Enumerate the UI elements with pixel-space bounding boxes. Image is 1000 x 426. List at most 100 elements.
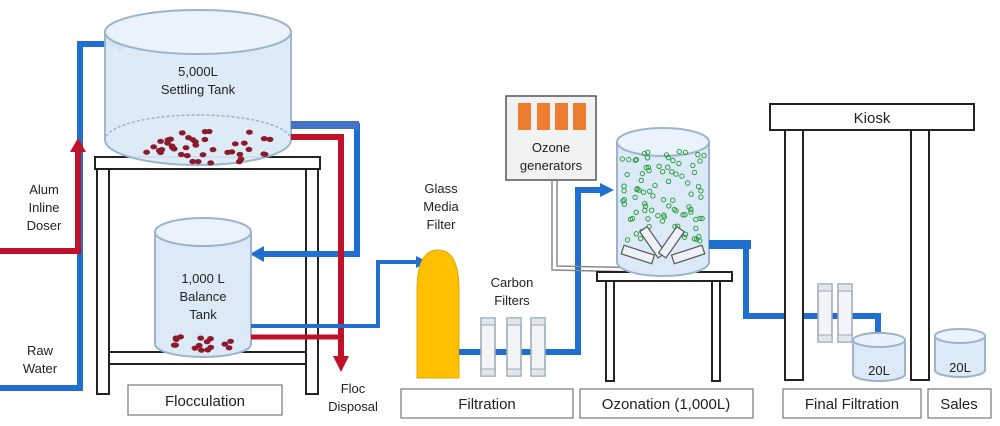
ozone-bubble: [621, 188, 627, 194]
ozone-bubble: [666, 203, 672, 209]
ozone-bubble: [650, 193, 656, 199]
ozone-bubble: [656, 163, 662, 170]
stage-box-final-filtration: Final Filtration: [782, 388, 922, 419]
ozonation-tank: [616, 127, 710, 277]
floc-particle: [167, 136, 175, 142]
ozone-bubble: [643, 164, 649, 171]
stage-box-flocculation: Flocculation: [127, 384, 283, 416]
floc-particle: [201, 136, 209, 143]
floc-particle: [182, 145, 190, 151]
ozone-bubble: [665, 154, 672, 161]
floc-particle: [207, 160, 215, 166]
balance-tank-label-line1: 1,000 L: [181, 271, 224, 286]
ozone-bubble: [655, 213, 661, 219]
balance-tank-label-line2: Balance: [180, 289, 227, 304]
ozone-bubble: [634, 186, 640, 193]
ozone-bubble: [676, 148, 682, 155]
carbon-filters-label-line1: Carbon: [491, 275, 534, 290]
ozone-bubble: [694, 236, 700, 242]
floc-particle: [192, 142, 200, 148]
ozone-bubble: [632, 157, 638, 164]
stage-label-flocculation: Flocculation: [165, 393, 245, 410]
stage-label-final-filtration: Final Filtration: [805, 396, 899, 413]
stage-box-sales: Sales: [927, 388, 992, 419]
ozone-bubble: [620, 198, 626, 204]
ozone-bubble: [693, 225, 699, 232]
ozone-bubble: [669, 169, 675, 175]
ozone-bubble: [698, 194, 704, 200]
ozone-bubble: [682, 211, 688, 218]
glass-media-label-line2: Media: [423, 199, 459, 214]
ozone-bubble: [679, 173, 685, 179]
ozone-bubble: [632, 194, 638, 201]
ozone-bubble: [680, 212, 686, 218]
floc-particles: [143, 128, 274, 166]
ozone-bubble: [645, 216, 651, 222]
ozone-bubble: [621, 201, 628, 207]
settling-outlet-band: [291, 121, 359, 129]
ozone-bubble: [652, 182, 658, 189]
alum-doser-pipe: [0, 150, 81, 254]
floc-particle: [246, 129, 253, 135]
carbon-filters: [480, 317, 546, 377]
raw-water-label-line1: Raw: [27, 343, 54, 358]
stage-label-filtration: Filtration: [458, 396, 516, 413]
ozone-bubble: [638, 177, 644, 184]
alum-doser-label-line2: Inline: [28, 200, 59, 215]
ozone-bubble: [661, 212, 667, 218]
ozone-bubble: [659, 169, 666, 175]
raw-water-label-line2: Water: [23, 361, 58, 376]
final-filters: [817, 283, 853, 343]
stage-label-ozonation: Ozonation (1,000L): [602, 396, 730, 413]
ozone-bubble: [690, 162, 696, 169]
alum-doser-label-line3: Doser: [27, 218, 62, 233]
ozone-bubble: [633, 156, 640, 163]
ozone-generators-box: [505, 95, 597, 181]
jug-20l-sale: [934, 328, 986, 378]
stage-box-filtration: Filtration: [400, 388, 574, 419]
glass-media-label-line3: Filter: [427, 217, 457, 232]
ozone-bubble: [633, 231, 639, 237]
ozone-bubble: [665, 178, 672, 185]
ozone-bubble: [624, 171, 630, 178]
floc-particle: [240, 140, 248, 146]
floc-disposal-label-line1: Floc: [341, 381, 366, 396]
ozone-bubble: [649, 207, 655, 213]
ozone-bubble: [670, 197, 676, 203]
ozone-bubble: [629, 215, 636, 222]
floc-particle: [203, 339, 211, 345]
floc-particle: [209, 147, 217, 153]
ozone-bubble: [686, 204, 692, 210]
ozone-bubble: [697, 158, 703, 164]
floc-particle: [150, 144, 158, 150]
ozone-bubble: [688, 209, 694, 215]
floc-particle: [221, 341, 229, 347]
ozone-bubble: [642, 200, 648, 207]
balance-tank-label-line3: Tank: [189, 307, 217, 322]
ozone-bubble: [698, 188, 704, 194]
floc-particle: [194, 159, 202, 165]
ozone-bubble: [660, 197, 667, 203]
stage-box-ozonation: Ozonation (1,000L): [579, 388, 754, 419]
ozone-bubble: [638, 235, 644, 242]
alum-doser-label-line1: Alum: [29, 182, 59, 197]
ozone-outlet-band: [709, 240, 751, 249]
ozone-bubble: [681, 234, 688, 240]
ozone-bubble: [626, 156, 632, 163]
ozone-bubble: [682, 149, 689, 156]
floc-particle: [172, 342, 180, 348]
ozone-bubble: [688, 191, 694, 197]
floc-particle: [177, 151, 185, 158]
settling-tank-label-line1: 5,000L: [178, 64, 218, 79]
stage-label-sales: Sales: [940, 396, 978, 413]
floc-particle: [143, 149, 151, 155]
jug-small-label: 20L: [949, 360, 971, 375]
floc-particle: [237, 156, 245, 162]
ozone-bubble: [642, 203, 649, 209]
ozone-bubble: [701, 152, 707, 159]
floc-particle: [185, 135, 192, 141]
ozone-bubble: [691, 169, 698, 176]
ozone-bubble: [645, 164, 652, 171]
ozone-bubble: [693, 216, 699, 223]
floc-disposal-arrowhead: [333, 356, 349, 372]
